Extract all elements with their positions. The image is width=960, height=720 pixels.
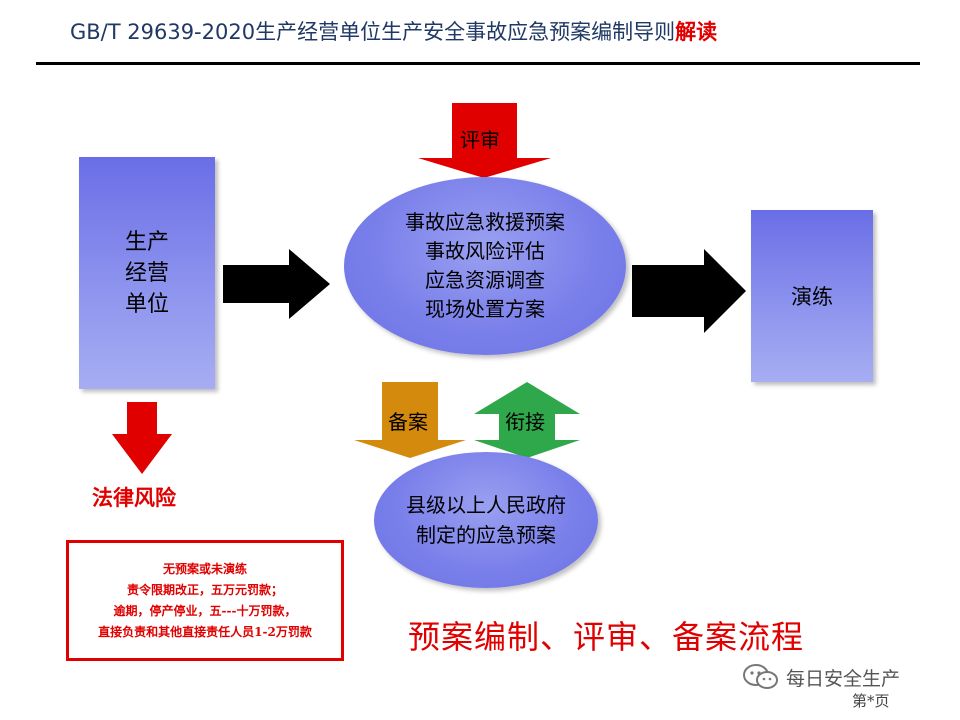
page-title-accent: 解读	[675, 20, 718, 44]
wechat-icon	[743, 664, 778, 689]
plan-item: 现场处置方案	[425, 297, 545, 321]
process-title: 预案编制、评审、备案流程	[408, 618, 805, 656]
penalty-line: 责令限期改正，五万元罚款；	[126, 582, 283, 597]
unit-line: 生产	[124, 229, 169, 255]
unit-line: 单位	[124, 291, 169, 317]
header-divider	[36, 62, 920, 65]
watermark: 每日安全生产	[742, 662, 900, 692]
production-unit-box: 生产 经营 单位	[79, 157, 215, 389]
plan-item: 应急资源调查	[425, 268, 545, 292]
page-title-main: GB/T 29639-2020生产经营单位生产安全事故应急预案编制导则	[70, 20, 676, 44]
drill-label: 演练	[791, 285, 833, 309]
penalty-line: 直接负责和其他直接责任人员1-2万罚款	[98, 624, 312, 639]
unit-line: 经营	[124, 260, 169, 286]
unit-to-plans-arrow	[223, 249, 330, 319]
penalty-line: 逾期，停产停业，五---十万罚款，	[113, 603, 297, 618]
plan-item: 事故风险评估	[425, 239, 545, 263]
page-title: GB/T 29639-2020生产经营单位生产安全事故应急预案编制导则解读	[70, 16, 717, 48]
filing-label: 备案	[388, 410, 428, 434]
penalty-line: 无预案或未演练	[162, 561, 247, 576]
emergency-plans-ellipse: 事故应急救援预案 事故风险评估 应急资源调查 现场处置方案	[344, 177, 626, 355]
drill-box: 演练	[751, 210, 873, 382]
penalty-box: 无预案或未演练 责令限期改正，五万元罚款； 逾期，停产停业，五---十万罚款， …	[66, 540, 344, 661]
review-arrow	[418, 103, 551, 178]
linking-label: 衔接	[505, 410, 545, 434]
plan-item: 事故应急救援预案	[405, 210, 565, 234]
government-line: 制定的应急预案	[416, 523, 556, 547]
government-plan-ellipse: 县级以上人民政府 制定的应急预案	[374, 452, 598, 588]
watermark-text: 每日安全生产	[786, 667, 901, 690]
filing-arrow	[354, 382, 466, 458]
legal-risk-arrow	[112, 402, 172, 474]
review-label: 评审	[460, 128, 500, 152]
government-line: 县级以上人民政府	[406, 493, 566, 517]
plans-to-drill-arrow	[632, 249, 746, 333]
page-number: 第*页	[852, 692, 890, 710]
legal-risk-label: 法律风险	[92, 485, 176, 510]
linking-arrow	[474, 382, 580, 458]
